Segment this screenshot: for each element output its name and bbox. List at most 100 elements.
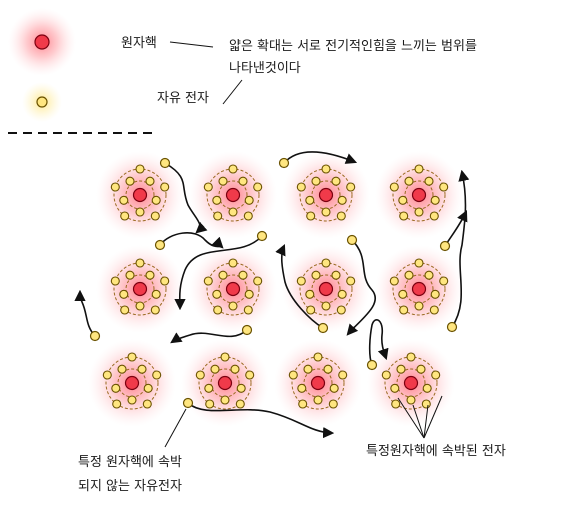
bound-electron bbox=[399, 305, 409, 315]
bound-electron bbox=[135, 207, 145, 217]
bound-electron bbox=[422, 383, 432, 393]
bound-electron bbox=[203, 276, 213, 286]
bound-electron bbox=[439, 276, 449, 286]
bound-electron bbox=[421, 399, 431, 409]
bound-electron bbox=[399, 211, 409, 221]
bound-electron bbox=[416, 364, 426, 374]
bound-electron-leader bbox=[412, 404, 425, 439]
free-electron bbox=[346, 234, 358, 246]
bound-electron bbox=[439, 182, 449, 192]
nucleus bbox=[318, 281, 334, 297]
bound-electron bbox=[102, 370, 112, 380]
free-electron-path bbox=[74, 289, 96, 337]
free-electron bbox=[317, 322, 329, 334]
bound-electron bbox=[424, 270, 434, 280]
bound-electron bbox=[152, 370, 162, 380]
nucleus bbox=[217, 375, 233, 391]
bound-electron bbox=[288, 370, 298, 380]
bound-electron bbox=[236, 383, 246, 393]
nucleus bbox=[411, 187, 427, 203]
bound-electron bbox=[321, 207, 331, 217]
free-electron-path bbox=[159, 232, 224, 249]
bound-electron bbox=[119, 195, 129, 205]
free-electron bbox=[256, 230, 268, 242]
bound-electron bbox=[414, 301, 424, 311]
bound-electron bbox=[414, 207, 424, 217]
bound-electron bbox=[311, 270, 321, 280]
bound-electron bbox=[110, 276, 120, 286]
bound-electron bbox=[404, 270, 414, 280]
atom bbox=[274, 339, 362, 427]
bound-electron bbox=[218, 176, 228, 186]
bound-electron-leader bbox=[423, 395, 443, 439]
halo-note-line1: 얇은 확대는 서로 전기적인힘을 느끼는 범위를 bbox=[229, 39, 477, 54]
free-electron bbox=[241, 324, 253, 336]
bound-electron bbox=[238, 176, 248, 186]
bound-electron bbox=[135, 164, 145, 174]
bound-electron bbox=[389, 182, 399, 192]
free-electrons bbox=[89, 157, 458, 409]
bound-electron bbox=[213, 305, 223, 315]
bound-electron bbox=[137, 364, 147, 374]
bound-electron bbox=[398, 289, 408, 299]
legend-nucleus-label: 원자핵 bbox=[121, 36, 157, 51]
bound-electron bbox=[396, 364, 406, 374]
bound-electron bbox=[228, 301, 238, 311]
bound-electron bbox=[230, 364, 240, 374]
bound-electron bbox=[331, 176, 341, 186]
bound-electron bbox=[253, 276, 263, 286]
bound-electron bbox=[331, 270, 341, 280]
nucleus bbox=[225, 281, 241, 297]
bound-electron bbox=[391, 399, 401, 409]
free-electron-path bbox=[346, 239, 376, 336]
bound-electron bbox=[430, 289, 440, 299]
free-electron bbox=[89, 330, 101, 342]
bound-electron bbox=[160, 276, 170, 286]
nucleus bbox=[225, 187, 241, 203]
free-electron-path bbox=[174, 235, 263, 311]
bound-electron bbox=[253, 182, 263, 192]
bound-electron bbox=[127, 395, 137, 405]
free-electron-path bbox=[368, 319, 389, 366]
free-electron bbox=[182, 397, 194, 409]
free-electron-leader-line bbox=[164, 408, 187, 448]
bound-electron-caption: 특정원자핵에 속박된 전자 bbox=[366, 444, 506, 459]
free-electron-path bbox=[451, 169, 470, 328]
bound-electron bbox=[228, 207, 238, 217]
atom bbox=[375, 245, 463, 333]
nucleus bbox=[310, 375, 326, 391]
bound-electron bbox=[338, 370, 348, 380]
bound-electron bbox=[125, 176, 135, 186]
bound-electron bbox=[406, 352, 416, 362]
bound-electron bbox=[303, 364, 313, 374]
bound-electron bbox=[204, 383, 214, 393]
free-electron-path bbox=[275, 243, 324, 329]
atom-lattice bbox=[88, 151, 463, 427]
bound-electron bbox=[220, 352, 230, 362]
atom bbox=[88, 339, 176, 427]
electron-icon bbox=[36, 96, 48, 108]
atom bbox=[282, 151, 370, 239]
atom bbox=[282, 245, 370, 333]
bound-electron bbox=[313, 352, 323, 362]
bound-electron bbox=[298, 399, 308, 409]
free-electron-path bbox=[164, 162, 208, 234]
bound-electron bbox=[195, 370, 205, 380]
legend: 원자핵 얇은 확대는 서로 전기적인힘을 느끼는 범위를 나타낸것이다 자유 전… bbox=[8, 8, 477, 122]
bound-electron bbox=[346, 276, 356, 286]
bound-electron bbox=[313, 395, 323, 405]
bound-electron bbox=[337, 195, 347, 205]
free-electron bbox=[366, 359, 378, 371]
bound-electron-leader bbox=[397, 397, 425, 439]
bound-electron bbox=[390, 383, 400, 393]
nucleus-leader-line bbox=[169, 41, 214, 48]
bound-electron bbox=[203, 182, 213, 192]
bound-electron bbox=[398, 195, 408, 205]
bound-electron bbox=[210, 364, 220, 374]
bound-electron bbox=[296, 182, 306, 192]
bound-electron bbox=[145, 176, 155, 186]
bound-electron bbox=[429, 211, 439, 221]
bound-electron bbox=[306, 211, 316, 221]
free-electron-caption-line2: 되지 않는 자유전자 bbox=[78, 479, 182, 494]
